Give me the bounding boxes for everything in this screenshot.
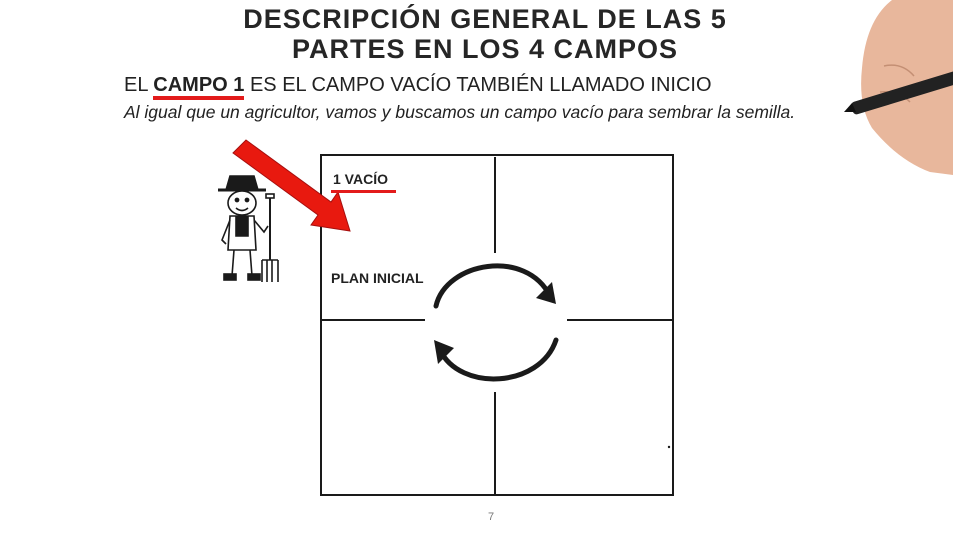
- slide-title: DESCRIPCIÓN GENERAL DE LAS 5 PARTES EN L…: [0, 4, 953, 64]
- hand-marker-illustration: [844, 0, 953, 175]
- farmer-illustration: [218, 175, 279, 282]
- description-text: Al igual que un agricultor, vamos y busc…: [124, 102, 796, 122]
- fields-outline: [320, 154, 674, 496]
- subtitle-suffix: ES EL CAMPO VACÍO TAMBIÉN LLAMADO INICIO: [244, 74, 712, 96]
- field-1-label: 1 VACÍO: [331, 171, 396, 193]
- plan-inicial-label: PLAN INICIAL: [331, 270, 424, 286]
- subtitle-prefix: EL: [124, 74, 154, 96]
- cycle-arrows-icon: [433, 263, 559, 382]
- subtitle-highlight: CAMPO 1: [153, 74, 245, 96]
- stray-dot: [667, 445, 671, 449]
- title-line-1: DESCRIPCIÓN GENERAL DE LAS 5: [243, 4, 727, 34]
- title-line-2: PARTES EN LOS 4 CAMPOS: [291, 34, 679, 64]
- red-arrow-icon: [232, 139, 351, 232]
- page-number: 7: [488, 511, 495, 523]
- subtitle: EL CAMPO 1 ES EL CAMPO VACÍO TAMBIÉN LLA…: [124, 74, 712, 97]
